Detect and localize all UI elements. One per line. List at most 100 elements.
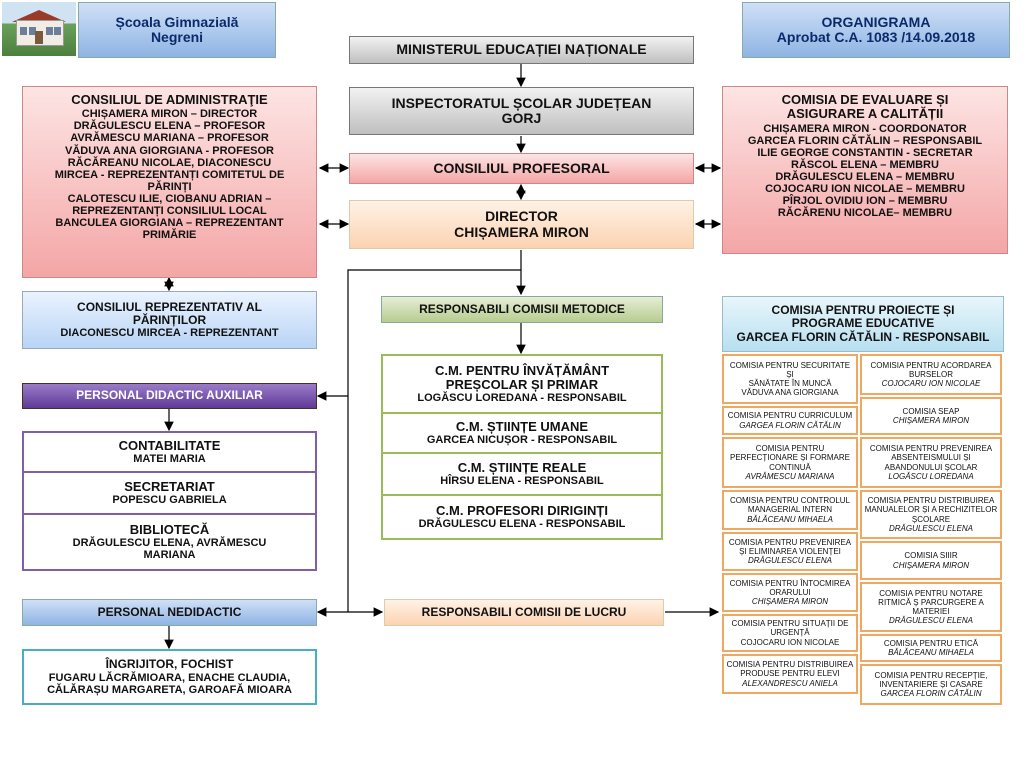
school-name-line1: Școala Gimnazială [115,13,239,30]
work-commission-person: CHIȘAMERA MIRON [892,560,970,570]
work-commission-person: LOGĂSCU LOREDANA [888,471,974,481]
work-commission-name: COMISIA PENTRU RECEPȚIE, [874,670,988,680]
work-commissions-header: RESPONSABILI COMISII DE LUCRU [384,599,664,626]
admin-council-member: REPREZENTANȚI CONSILIUL LOCAL [72,205,267,218]
work-commission-name: COMISIA PENTRU ACORDAREA [870,360,992,370]
teachers-council-box: CONSILIUL PROFESORAL [349,153,694,184]
work-commission-person: CHIȘAMERA MIRON [892,416,970,425]
work-commission-name: PERFECȚIONARE ȘI FORMARE [729,453,850,463]
work-commission-name: MATERIEI [912,607,950,616]
quality-commission-box: COMISIA DE EVALUARE ȘI ASIGURARE A CALIT… [722,86,1008,254]
work-commission-name: COMISIA PENTRU SECURITATE ȘI [729,360,851,379]
header-approval: Aprobat C.A. 1083 /14.09.2018 [776,29,976,45]
director-title: DIRECTOR [485,208,558,225]
aux-unit-secretariat: SECRETARIAT POPESCU GABRIELA [24,473,315,515]
director-name: CHIȘAMERA MIRON [454,223,589,240]
nondidactic-header: PERSONAL NEDIDACTIC [22,599,317,626]
work-commission-name: SĂNĂTATE ÎN MUNCĂ [748,379,832,388]
admin-council-member: PRIMĂRIE [142,229,197,242]
admin-council-title: CONSILIUL DE ADMINISTRAŢIE [71,92,268,107]
work-commission-name: COMISIA PENTRU DISTRIBUIREA [867,496,995,506]
work-commission-name: ȘCOLARE [911,514,951,524]
admin-council-member: VĂDUVA ANA GIORGIANA - PROFESOR [64,144,274,157]
ministry-label: MINISTERUL EDUCAȚIEI NAȚIONALE [396,41,647,58]
work-commission-name: URGENȚĂ [770,628,810,638]
aux-unit-person: MATEI MARIA [133,453,206,466]
work-commission-name: MANAGERIAL INTERN [747,505,833,515]
method-commission-name-line2: PREȘCOLAR ȘI PRIMAR [445,376,599,392]
inspectorate-box: INSPECTORATUL ȘCOLAR JUDEȚEAN GORJ [349,87,694,135]
admin-council-member: PĂRINȚI [147,180,192,193]
aux-unit-person: POPESCU GABRIELA [112,494,227,507]
work-commission-name: COMISIA PENTRU CONTROLUL [729,496,850,506]
parents-council-title-line1: CONSILIUL REPREZENTATIV AL [77,299,262,314]
work-commission-name: ABANDONULUI ȘCOLAR [884,462,978,472]
nondidactic-role: ÎNGRIJITOR, FOCHIST [105,657,234,672]
method-commission-name: C.M. PENTRU ÎNVĂȚĂMÂNT [434,362,610,378]
work-commission-person: DRĂGULESCU ELENA [888,523,974,533]
projects-commission-box: COMISIA PENTRU PROIECTE ȘI PROGRAME EDUC… [722,296,1004,352]
method-commission-resp: LOGĂSCU LOREDANA - RESPONSABIL [417,392,627,405]
projects-commission-title-line1: COMISIA PENTRU PROIECTE ȘI [771,303,955,318]
aux-unit-name: BIBLIOTECĂ [129,521,210,537]
admin-council-member: DRĂGULESCU ELENA – PROFESOR [73,120,266,133]
teachers-council-label: CONSILIUL PROFESORAL [433,159,610,176]
method-commission-item: C.M. ȘTIINȚE UMANE GARCEA NICUȘOR - RESP… [383,414,661,454]
header-title: ORGANIGRAMA [821,13,931,30]
quality-commission-member: ILIE GEORGE CONSTANTIN - SECRETAR [757,146,973,159]
quality-commission-member: RĂSCOL ELENA – MEMBRU [791,158,939,171]
quality-commission-title-line2: ASIGURARE A CALITĂȚII [786,106,944,122]
aux-staff-header: PERSONAL DIDACTIC AUXILIAR [22,383,317,409]
work-commission-name: RITMICĂ Ș PARCURGERE A [878,597,984,607]
work-commission-name: PRODUSE PENTRU ELEVI [740,669,840,679]
inspectorate-line1: INSPECTORATUL ȘCOLAR JUDEȚEAN [391,94,652,111]
method-commission-item: C.M. PROFESORI DIRIGINȚI DRĂGULESCU ELEN… [383,496,661,538]
nondidactic-people-line2: CĂLĂRAȘU MARGARETA, GAROAFĂ MIOARA [47,683,292,696]
director-box: DIRECTOR CHIȘAMERA MIRON [349,200,694,249]
work-commission-name: COMISIA PENTRU PREVENIREA [728,537,852,547]
method-commission-resp: GARCEA NICUȘOR - RESPONSABIL [426,434,618,447]
work-commission-item: COMISIA PENTRU RECEPȚIE,INVENTARIERE ȘI … [860,664,1002,705]
aux-unit-name: SECRETARIAT [124,478,215,494]
admin-council-member: AVRĂMESCU MARIANA – PROFESOR [70,132,269,145]
ministry-box: MINISTERUL EDUCAȚIEI NAȚIONALE [349,36,694,64]
method-commission-name: C.M. PROFESORI DIRIGINȚI [436,502,608,518]
work-commission-person: GARCEA FLORIN CĂTĂLIN [880,689,982,699]
work-commission-name: COMISIA PENTRU CURRICULUM [727,411,853,421]
admin-council-member: BANCULEA GIORGIANA – REPREZENTANT [55,217,284,230]
work-commission-person: BĂLĂCEANU MIHAELA [888,648,974,657]
parents-council-title-line2: PĂRINȚILOR [132,312,207,327]
method-commission-name: C.M. ȘTIINȚE REALE [457,459,587,475]
school-building-image [2,2,76,56]
parents-council-rep: DIACONESCU MIRCEA - REPREZENTANT [60,327,279,340]
work-commission-name: COMISIA PENTRU [755,444,825,454]
work-commission-name: CONTINUĂ [769,462,811,472]
work-commission-person: ALEXANDRESCU ANIELA [742,678,838,688]
admin-council-member: RĂCĂREANU NICOLAE, DIACONESCU [67,156,272,169]
admin-council-box: CONSILIUL DE ADMINISTRAŢIE CHIȘAMERA MIR… [22,86,317,278]
work-commission-person: DRĂGULESCU ELENA [888,616,974,626]
work-commission-person: DRĂGULESCU ELENA [747,556,833,566]
quality-commission-member: PÎRJOL OVIDIU ION – MEMBRU [782,195,948,208]
work-commission-person: VĂDUVA ANA GIORGIANA [741,388,839,398]
method-commission-resp: DRĂGULESCU ELENA - RESPONSABIL [418,518,626,531]
work-commission-name: MANUALELOR ȘI A RECHIZITELOR [864,505,998,515]
work-commission-name: ABSENTEISMULUI ȘI [891,453,971,463]
method-commissions-title: RESPONSABILI COMISII METODICE [419,301,625,316]
work-commission-name: COMISIA PENTRU ÎNTOCMIREA [729,578,851,588]
work-commission-person: AVRĂMESCU MARIANA [745,471,835,481]
quality-commission-member: CHIȘAMERA MIRON - COORDONATOR [763,122,967,135]
work-commission-name: COMISIA SIIIR [904,551,958,561]
